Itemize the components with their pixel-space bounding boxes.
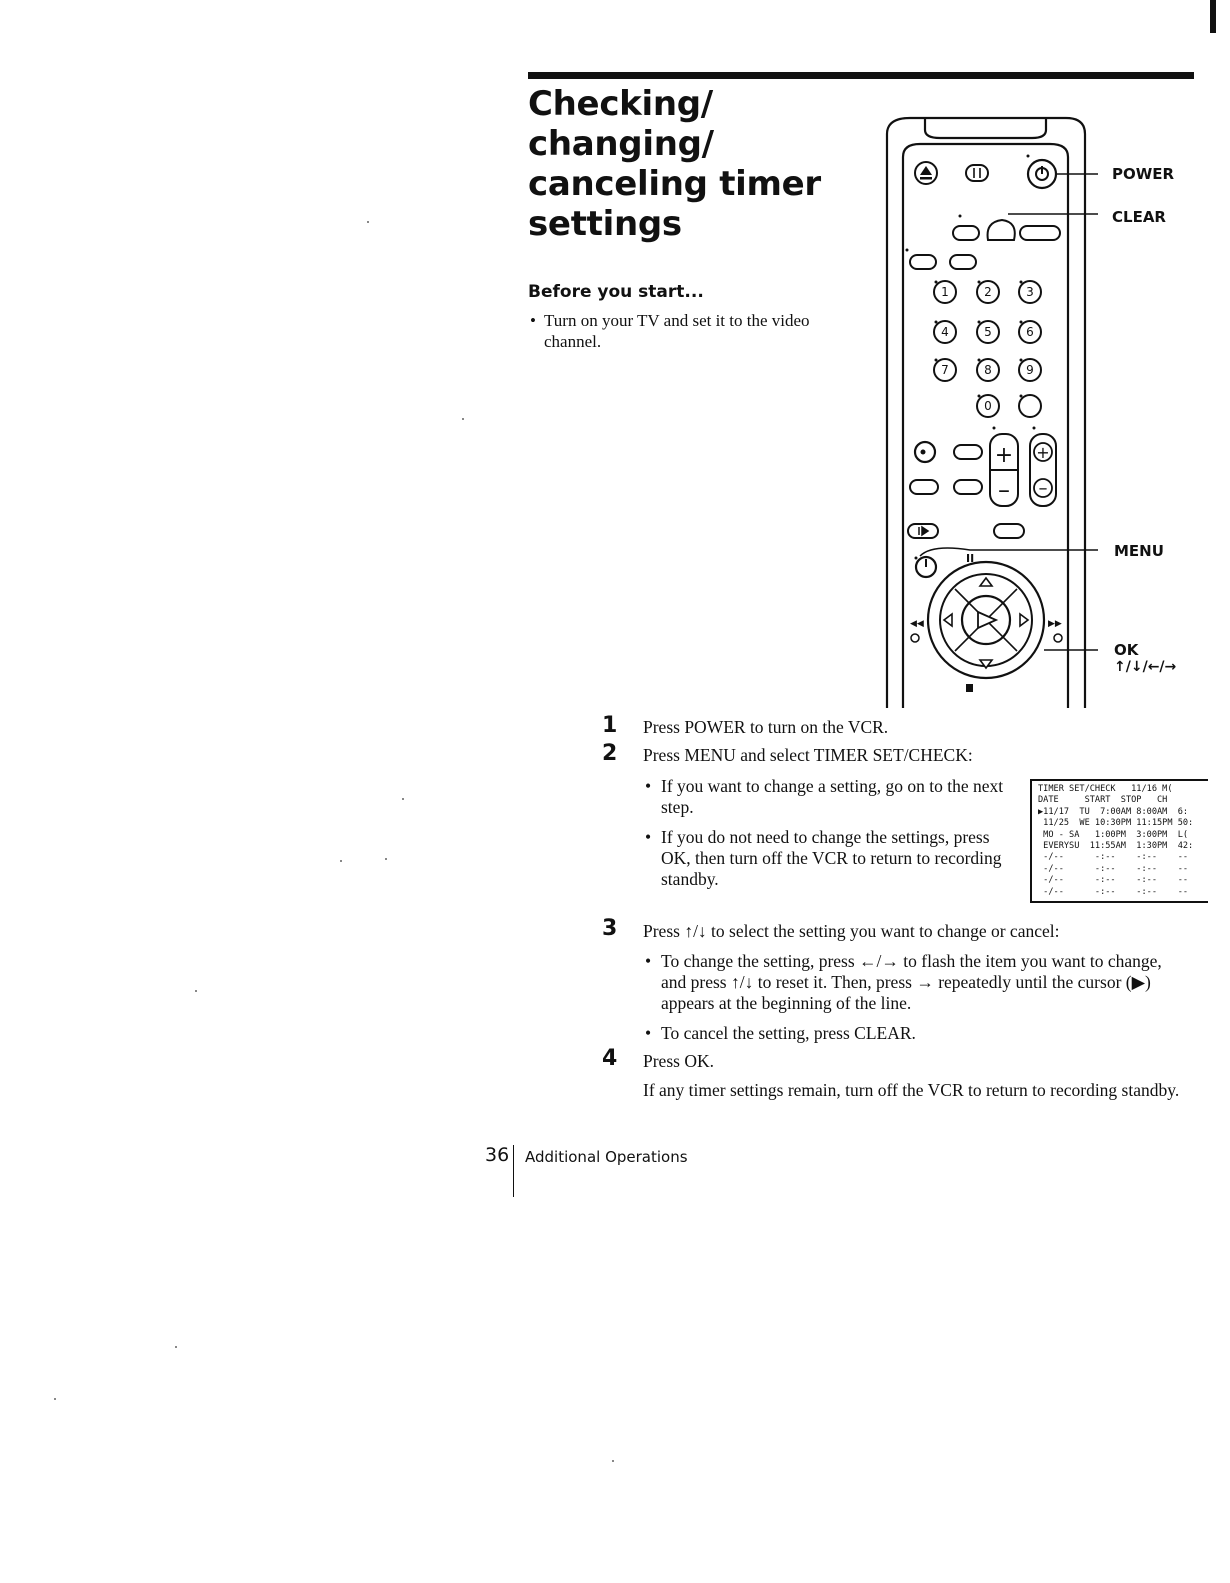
osd-row: -/-- -:-- -:-- --	[1038, 852, 1189, 863]
arrow-up-icon	[978, 576, 994, 587]
svg-text:–: –	[1039, 478, 1048, 499]
ok-callout: OK	[1114, 641, 1139, 659]
step-3-bullet-2: To cancel the setting, press CLEAR.	[643, 1023, 1188, 1044]
number-key-5: 5	[976, 320, 1000, 344]
step-2-text: Press MENU and select TIMER SET/CHECK:	[643, 745, 973, 765]
number-key-4: 4	[933, 320, 957, 344]
svg-text:9: 9	[1026, 363, 1034, 377]
step-2-bullet-1: If you want to change a setting, go on t…	[643, 776, 1013, 818]
svg-text:1: 1	[941, 285, 949, 299]
clear-button	[986, 218, 1016, 241]
svg-text:–: –	[998, 476, 1010, 504]
fast-forward-label: ▶▶	[1048, 619, 1062, 629]
step-4-note: If any timer settings remain, turn off t…	[643, 1080, 1180, 1100]
channel-rocker: + –	[989, 433, 1019, 507]
step-3-bullet-1: To change the setting, press ←/→ to flas…	[643, 951, 1188, 1014]
function-button-2	[949, 254, 977, 270]
index-button	[909, 479, 939, 495]
step-1-number: 1	[602, 713, 618, 738]
svg-text:+: +	[995, 443, 1013, 468]
osd-row: EVERYSU 11:55AM 1:30PM 42:	[1038, 841, 1194, 852]
x2-button	[993, 523, 1025, 539]
step-3-text: Press ↑/↓ to select the setting you want…	[643, 921, 1060, 941]
number-key-0: 0	[976, 394, 1000, 418]
before-you-start-item: Turn on your TV and set it to the video …	[528, 310, 828, 352]
arrow-right-icon	[1019, 612, 1030, 628]
osd-row: -/-- -:-- -:-- --	[1038, 886, 1189, 897]
number-key-1: 1	[933, 280, 957, 304]
rewind-icon	[910, 633, 920, 643]
osd-row: -/-- -:-- -:-- --	[1038, 875, 1189, 886]
number-key-2: 2	[976, 280, 1000, 304]
number-key-8: 8	[976, 358, 1000, 382]
title-line-2: changing/	[528, 124, 714, 164]
tv-video-button	[965, 164, 989, 182]
osd-row: -/-- -:-- -:-- --	[1038, 863, 1189, 874]
menu-callout: MENU	[1114, 542, 1164, 560]
play-icon	[977, 610, 999, 630]
svg-text:3: 3	[1026, 285, 1034, 299]
number-key-6: 6	[1018, 320, 1042, 344]
arrow-left-icon	[942, 612, 953, 628]
step-2-bullets: If you want to change a setting, go on t…	[643, 776, 1013, 890]
step-3-bullets: To change the setting, press ←/→ to flas…	[643, 951, 1188, 1044]
step-2-bullet-2: If you do not need to change the setting…	[643, 827, 1013, 890]
function-button-1	[909, 254, 937, 270]
title-line-3: canceling timer	[528, 164, 821, 204]
menu-button	[914, 547, 1098, 579]
before-you-start-heading: Before you start...	[528, 282, 704, 302]
svg-text:7: 7	[941, 363, 949, 377]
number-key-7: 7	[933, 358, 957, 382]
svg-text:6: 6	[1026, 325, 1034, 339]
before-you-start-list: Turn on your TV and set it to the video …	[528, 310, 828, 352]
title-line-1: Checking/	[528, 84, 713, 124]
svg-text:2: 2	[984, 285, 992, 299]
svg-text:5: 5	[984, 325, 992, 339]
step-4-text: Press OK.	[643, 1051, 714, 1071]
number-key-3: 3	[1018, 280, 1042, 304]
step-4-number: 4	[602, 1046, 618, 1071]
power-callout: POWER	[1112, 165, 1175, 183]
number-key-9: 9	[1018, 358, 1042, 382]
step-1-text: Press POWER to turn on the VCR.	[643, 717, 889, 737]
footer-section-title: Additional Operations	[525, 1148, 688, 1166]
pause-label: II	[966, 552, 974, 565]
remote-control-illustration: 1 2 3 4 5 6 7 8 9 0 + – + – II	[885, 116, 1098, 708]
ok-jog-dial	[926, 560, 1098, 680]
eject-icon	[914, 161, 938, 185]
osd-row: MO - SA 1:00PM 3:00PM L(	[1038, 829, 1189, 840]
clear-callout: CLEAR	[1112, 208, 1166, 226]
display-button	[953, 479, 983, 495]
counter-button	[1019, 225, 1061, 241]
svg-text:8: 8	[984, 363, 992, 377]
title-line-4: settings	[528, 204, 682, 244]
step-3-number: 3	[602, 916, 618, 941]
arrow-keys-callout: ↑/↓/←/→	[1114, 659, 1177, 675]
svg-text:0: 0	[984, 399, 992, 413]
svg-text:4: 4	[941, 325, 949, 339]
step-2-number: 2	[602, 741, 618, 766]
enter-key	[1018, 394, 1042, 418]
osd-title: TIMER SET/CHECK 11/16 M(	[1038, 784, 1173, 794]
volume-rocker: + –	[1029, 433, 1057, 507]
timer-set-check-screen: TIMER SET/CHECK 11/16 M(DATE START STOP …	[1030, 779, 1208, 903]
stop-icon	[966, 684, 973, 692]
slow-button	[907, 523, 939, 539]
arrow-down-icon	[978, 659, 994, 670]
power-button	[1026, 158, 1098, 190]
osd-row: ▶11/17 TU 7:00AM 8:00AM 6:	[1038, 806, 1189, 817]
page-edge-mark	[1210, 0, 1216, 33]
rewind-label: ◀◀	[910, 619, 924, 629]
fast-forward-icon	[1053, 633, 1063, 643]
input-select-button	[952, 225, 980, 241]
osd-header: DATE START STOP CH	[1038, 795, 1168, 806]
svg-text:+: +	[1036, 443, 1049, 462]
osd-row: 11/25 WE 10:30PM 11:15PM 50:	[1038, 818, 1194, 829]
footer-divider	[513, 1145, 514, 1197]
record-button	[913, 440, 937, 464]
page-number: 36	[485, 1144, 510, 1166]
page-title: Checking/ changing/ canceling timer sett…	[528, 84, 858, 244]
header-rule	[528, 72, 1194, 79]
speed-button	[953, 444, 983, 460]
